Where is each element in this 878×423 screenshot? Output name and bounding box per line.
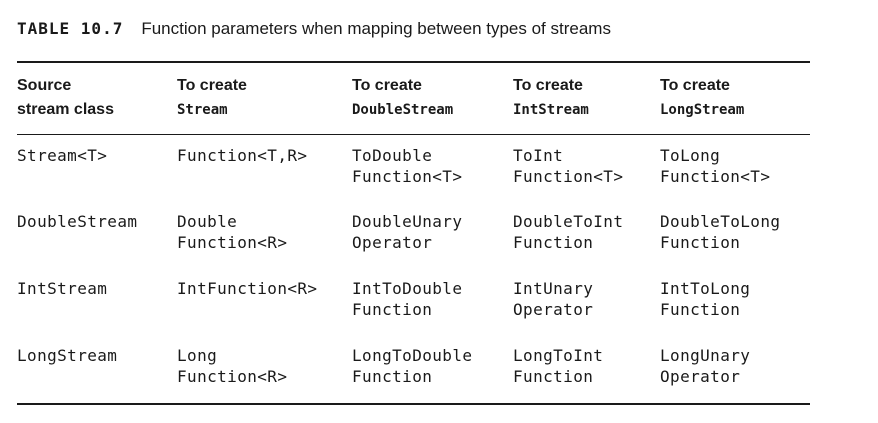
cell-line: Function<R> [177,367,288,386]
cell-line: Function [513,233,594,252]
column-header-line: Stream [177,102,228,118]
column-header-line: IntStream [513,102,589,118]
cell-line: Stream<T> [17,146,108,165]
cell-line: Function<T> [352,167,463,186]
header-rule [17,134,810,135]
cell-line: Function<T> [513,167,624,186]
cell-line: Function [513,367,594,386]
cell-line: IntUnary [513,279,594,298]
column-header-line: stream class [17,101,114,118]
cell-line: LongStream [17,346,118,365]
cell-line: Double [177,212,238,231]
cell-line: LongUnary [660,346,751,365]
cell-line: Function [352,367,433,386]
cell-line: Operator [352,233,433,252]
cell-line: IntToLong [660,279,751,298]
column-header-line: To create [177,77,247,94]
column-header: Source stream class [17,74,114,122]
cell-line: DoubleToLong [660,212,781,231]
bottom-rule [17,403,810,405]
column-header-line: DoubleStream [352,102,454,118]
row-header-cell: LongStream [17,345,117,366]
column-header-line: Source [17,77,72,94]
column-header-line: LongStream [660,102,745,118]
cell-line: DoubleToInt [513,212,624,231]
cell-line: Function<T> [660,167,771,186]
cell-line: Function<R> [177,233,288,252]
cell-line: Long [177,346,218,365]
column-header-line: To create [513,77,583,94]
row-header-cell: Stream<T> [17,145,107,166]
table-cell: Function<T,R> [177,145,307,166]
cell-line: Function [352,300,433,319]
cell-line: Operator [660,367,741,386]
row-header-cell: DoubleStream [17,211,137,232]
table-number: TABLE 10.7 [17,19,124,38]
cell-line: Function<T,R> [177,146,308,165]
cell-line: IntFunction<R> [177,279,318,298]
table-caption: TABLE 10.7 Function parameters when mappi… [17,19,611,39]
table-cell: IntFunction<R> [177,278,317,299]
cell-line: LongToDouble [352,346,473,365]
column-header-line: To create [352,77,422,94]
cell-line: ToDouble [352,146,433,165]
cell-line: DoubleStream [17,212,138,231]
top-rule [17,61,810,63]
cell-line: Function [660,233,741,252]
column-header-line: To create [660,77,730,94]
cell-line: Function [660,300,741,319]
cell-line: LongToInt [513,346,604,365]
table-title: Function parameters when mapping between… [141,19,611,38]
cell-line: DoubleUnary [352,212,463,231]
row-header-cell: IntStream [17,278,107,299]
cell-line: ToInt [513,146,564,165]
cell-line: Operator [513,300,594,319]
cell-line: ToLong [660,146,721,165]
cell-line: IntToDouble [352,279,463,298]
cell-line: IntStream [17,279,108,298]
